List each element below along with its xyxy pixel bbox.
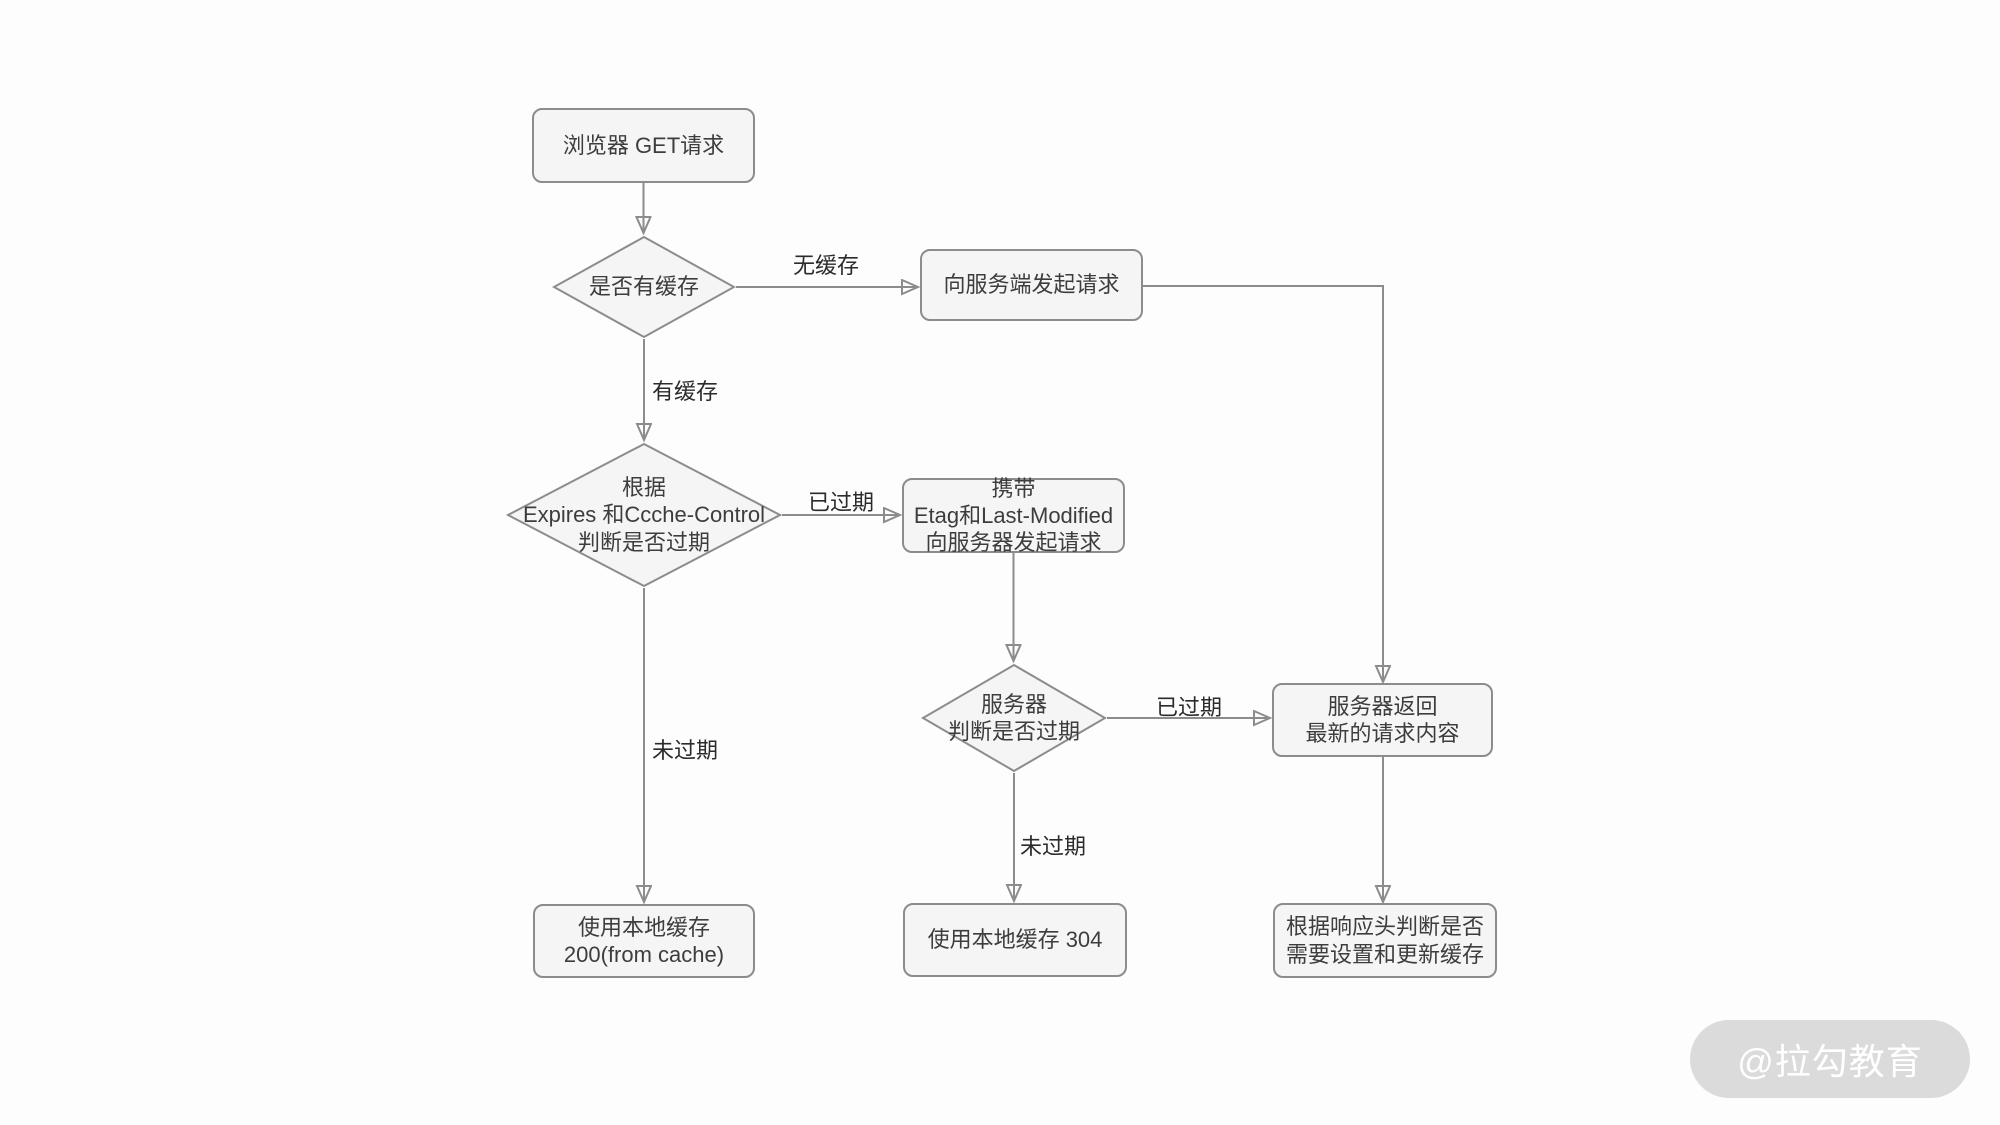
- watermark-text: @拉勾教育: [1737, 1041, 1923, 1082]
- edge-label-not-expired-local: 未过期: [652, 738, 719, 763]
- edge-label-with-cache: 有缓存: [652, 379, 719, 404]
- node-local-cache-304: 使用本地缓存 304: [903, 903, 1127, 977]
- edge-label-no-cache: 无缓存: [792, 253, 860, 278]
- node-update-cache: 根据响应头判断是否 需要设置和更新缓存: [1273, 903, 1497, 978]
- node-local-cache-200: 使用本地缓存 200(from cache): [533, 904, 755, 978]
- diamond-shape: [552, 235, 736, 339]
- node-local-cache-200-label: 使用本地缓存 200(from cache): [563, 914, 725, 967]
- node-update-cache-label: 根据响应头判断是否 需要设置和更新缓存: [1285, 914, 1484, 967]
- edge-requestserver-to-serverreturn: [1143, 285, 1383, 681]
- edge-label-expired-server: 已过期: [1155, 695, 1223, 720]
- node-start-label: 浏览器 GET请求: [562, 132, 725, 158]
- node-expires-decision: 根据 Expires 和Ccche-Control 判断是否过期: [506, 442, 782, 588]
- node-server-decision-label: 服务器 判断是否过期: [947, 691, 1080, 744]
- node-server-return: 服务器返回 最新的请求内容: [1272, 683, 1493, 757]
- diamond-shape: [921, 663, 1107, 773]
- node-has-cache-decision: 是否有缓存: [552, 235, 736, 339]
- node-start: 浏览器 GET请求: [532, 108, 755, 183]
- node-etag-request: 携带 Etag和Last-Modified 向服务器发起请求: [902, 476, 1125, 555]
- node-has-cache-decision-label: 是否有缓存: [588, 274, 699, 300]
- node-server-decision: 服务器 判断是否过期: [921, 663, 1107, 773]
- node-local-cache-304-label: 使用本地缓存 304: [927, 927, 1103, 953]
- edge-label-not-expired-server: 未过期: [1020, 834, 1087, 859]
- node-request-server-label: 向服务端发起请求: [943, 272, 1120, 298]
- node-expires-decision-label: 根据 Expires 和Ccche-Control 判断是否过期: [522, 475, 766, 555]
- diamond-shape: [506, 442, 782, 588]
- node-server-return-label: 服务器返回 最新的请求内容: [1305, 693, 1460, 746]
- node-request-server: 向服务端发起请求: [920, 249, 1143, 321]
- edge-label-expired-local: 已过期: [807, 490, 875, 515]
- watermark-badge: @拉勾教育: [1690, 1020, 1970, 1098]
- node-etag-request-label: 携带 Etag和Last-Modified 向服务器发起请求: [913, 475, 1114, 556]
